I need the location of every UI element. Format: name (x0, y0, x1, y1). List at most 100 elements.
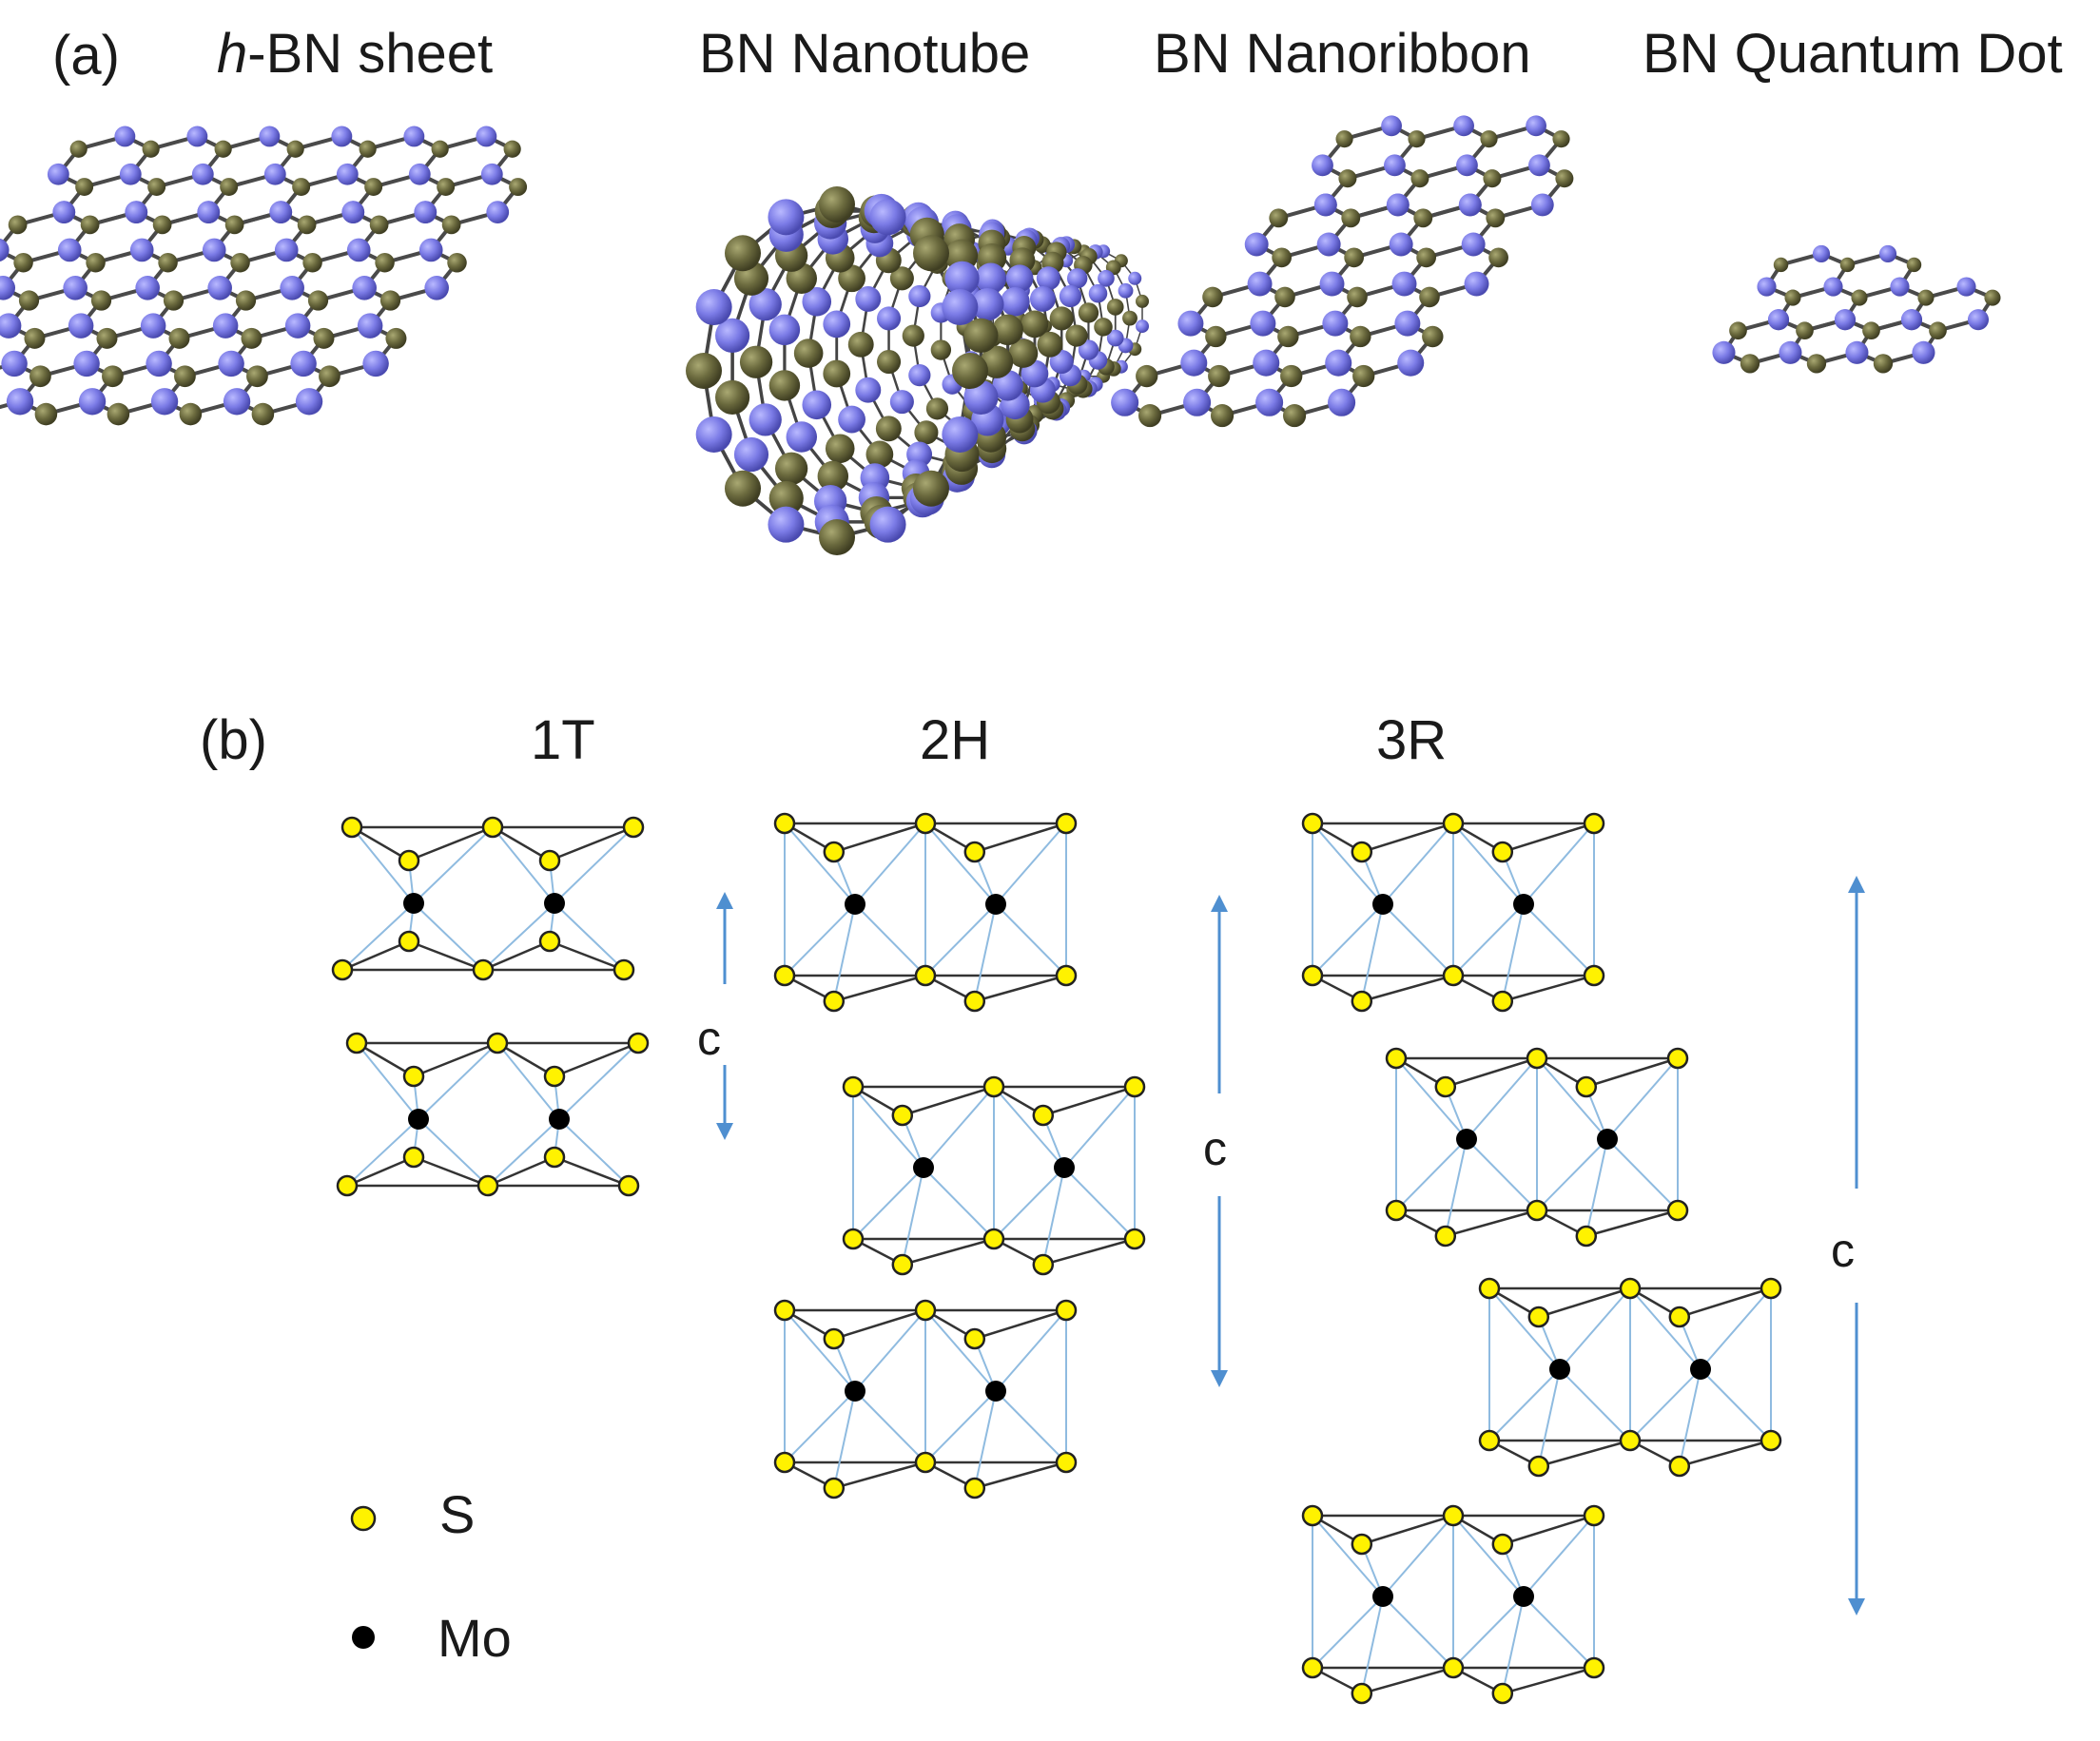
mo-s-bond (413, 826, 494, 904)
bn-nanoribbon-structure (1111, 115, 1574, 428)
mo-s-bond (1312, 822, 1384, 905)
nitrogen-atom (73, 350, 100, 377)
boron-atom (774, 452, 808, 485)
s-atom (1442, 964, 1465, 987)
layer-edge (974, 1308, 1067, 1341)
mo-s-bond (784, 1309, 856, 1392)
s-atom (982, 1075, 1005, 1098)
boron-atom (379, 290, 401, 311)
nitrogen-atom (1757, 277, 1777, 297)
nitrogen-atom (274, 238, 299, 262)
boron-atom (1410, 169, 1429, 188)
s-atom (1478, 1277, 1501, 1300)
nitrogen-atom (47, 163, 69, 185)
nitrogen-atom (1878, 244, 1897, 263)
nitrogen-atom (480, 163, 503, 185)
legend-mo-label: Mo (438, 1608, 512, 1668)
mo-s-bond (1523, 822, 1595, 905)
nitrogen-atom (408, 163, 431, 185)
mos2-1t-structure (331, 816, 650, 1197)
mo-s-bond (554, 826, 634, 904)
boron-atom (1344, 247, 1364, 268)
boron-atom (441, 215, 461, 235)
boron-atom (1413, 208, 1433, 228)
s-atom (773, 1299, 796, 1322)
s-atom (340, 816, 363, 839)
layer-edge (482, 939, 551, 972)
s-atom (963, 841, 986, 863)
layer-edge (1361, 1514, 1454, 1546)
s-atom (1434, 1225, 1457, 1248)
s-atom (963, 1327, 986, 1350)
s-atom (823, 990, 846, 1013)
boron-atom (1211, 404, 1235, 428)
s-atom (1032, 1253, 1055, 1276)
mo-s-bond (832, 903, 856, 1002)
boron-atom (1488, 247, 1508, 268)
boron-atom (307, 290, 329, 311)
mo-s-bond (1063, 1167, 1136, 1240)
mo-s-bond (924, 903, 997, 977)
s-atom (398, 930, 420, 953)
boron-atom (1796, 321, 1814, 340)
boron-atom (447, 252, 467, 273)
nitrogen-atom (1456, 154, 1478, 177)
layer-edge (496, 1041, 555, 1078)
mo-s-bond (482, 902, 555, 971)
layer-edge (1679, 1439, 1772, 1468)
boron-atom (1274, 286, 1295, 308)
nitrogen-atom (1059, 284, 1082, 308)
boron-atom (847, 331, 874, 358)
boron-atom (90, 290, 112, 311)
layer-edge (974, 974, 1067, 1003)
s-atom (1351, 990, 1373, 1013)
nitrogen-atom (1528, 154, 1550, 177)
mo-s-bond (973, 1390, 997, 1489)
s-atom (1301, 1656, 1324, 1679)
layer-edge (974, 1461, 1067, 1490)
s-atom (1032, 1104, 1055, 1127)
boron-atom (107, 402, 130, 426)
nitrogen-atom (855, 285, 882, 312)
mo-s-bond (351, 826, 415, 904)
boron-atom (8, 215, 28, 235)
s-atom (627, 1032, 650, 1054)
mo-s-bond (923, 1167, 995, 1240)
boron-atom (1283, 404, 1307, 428)
nitrogen-atom (129, 238, 154, 262)
nitrogen-atom (1530, 193, 1554, 217)
nitrogen-atom (52, 201, 76, 224)
nitrogen-atom (1250, 310, 1276, 337)
mo-s-bond (1585, 1138, 1608, 1237)
nitrogen-atom (1322, 310, 1349, 337)
boron-atom (359, 140, 377, 158)
nitrogen-atom (125, 201, 148, 224)
nitrogen-atom (802, 286, 832, 317)
nitrogen-atom (78, 388, 107, 416)
nitrogen-atom (869, 199, 906, 236)
mo-s-bond (1452, 1596, 1525, 1669)
layer-edge (549, 825, 634, 862)
boron-atom (1784, 289, 1801, 306)
mo-s-bond (854, 1309, 926, 1392)
s-atom (622, 816, 645, 839)
nitrogen-atom (486, 201, 510, 223)
hbn-sheet-title-italic: h (217, 23, 248, 85)
nitrogen-atom (418, 238, 443, 262)
nitrogen-atom (1036, 266, 1060, 291)
nitrogen-atom (191, 163, 214, 185)
panel-b-label: (b) (200, 709, 267, 771)
mo-s-bond (1629, 1287, 1701, 1370)
boron-atom (1729, 321, 1747, 340)
nitrogen-atom (1312, 154, 1333, 177)
nitrogen-atom (284, 313, 311, 339)
mo-s-bond (418, 1042, 498, 1120)
boron-atom (1555, 169, 1574, 188)
mo-s-bond (1536, 1138, 1608, 1211)
legend-symbols (350, 1505, 377, 1649)
boron-atom (152, 215, 172, 235)
boron-atom (725, 235, 762, 272)
s-atom (1351, 1533, 1373, 1556)
s-atom (823, 1327, 846, 1350)
nitrogen-atom (1767, 309, 1790, 331)
